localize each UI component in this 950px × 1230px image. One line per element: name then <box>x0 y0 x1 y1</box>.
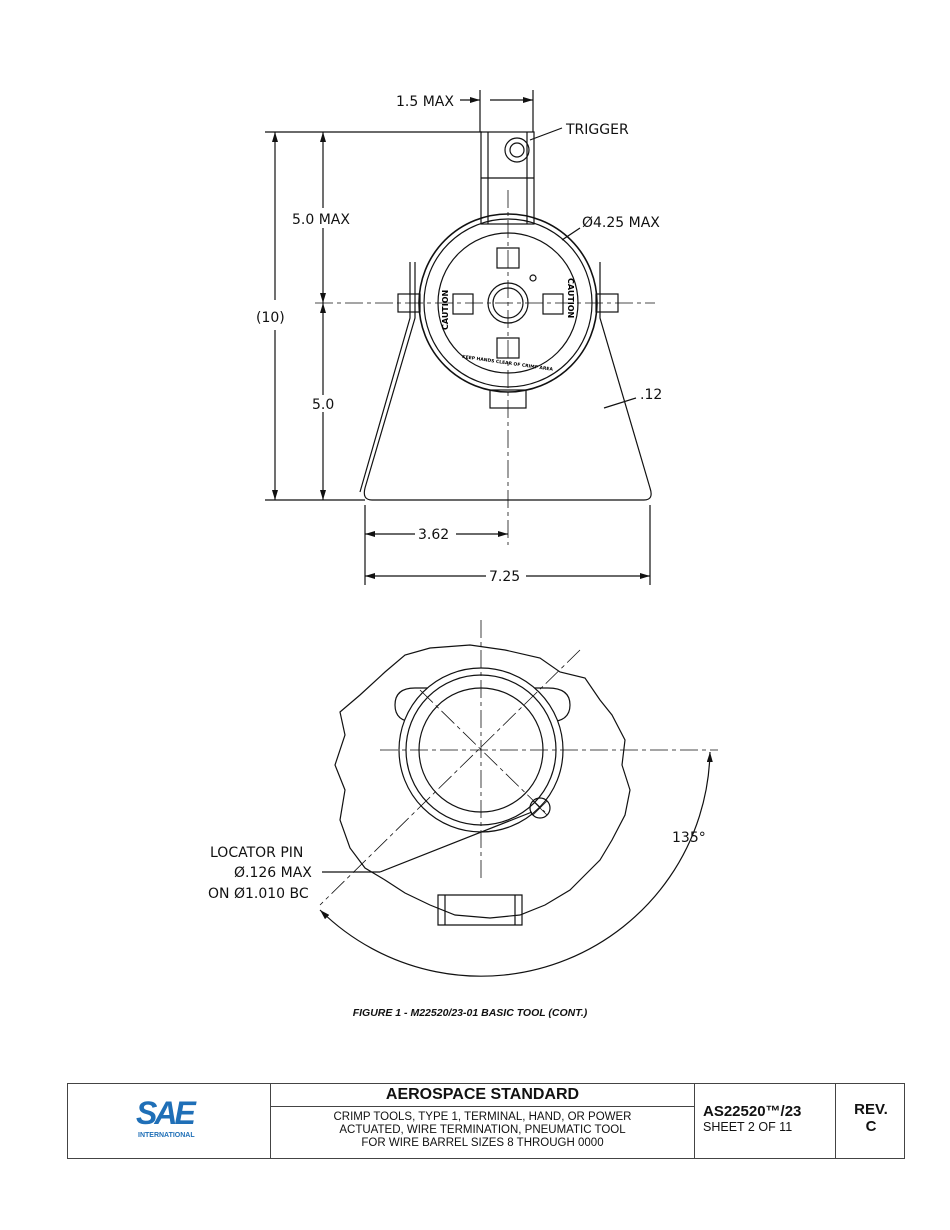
figure-caption: FIGURE 1 - M22520/23-01 BASIC TOOL (CONT… <box>352 1007 588 1019</box>
rev-value: C <box>865 1118 877 1135</box>
trigger-label: TRIGGER <box>565 122 629 138</box>
locator-pin-diameter: Ø.126 MAX <box>234 865 312 881</box>
bottom-view-labels: LOCATOR PIN Ø.126 MAX ON Ø1.010 BC 135° <box>208 830 706 902</box>
locator-pin-label: LOCATOR PIN <box>210 845 303 861</box>
description-line: CRIMP TOOLS, TYPE 1, TERMINAL, HAND, OR … <box>333 1111 632 1123</box>
logo-cell: SAE INTERNATIONAL <box>68 1084 271 1158</box>
dim-width: 7.25 <box>489 569 520 585</box>
dim-leg-thickness: .12 <box>640 387 662 403</box>
top-view-labels: 1.5 MAX TRIGGER 5.0 MAX (10) 5.0 Ø4.25 M… <box>256 94 662 585</box>
doc-number: AS22520™/23 <box>703 1103 802 1120</box>
dim-overall-height: (10) <box>256 310 285 326</box>
standard-description: CRIMP TOOLS, TYPE 1, TERMINAL, HAND, OR … <box>271 1107 694 1150</box>
revision-cell: REV. C <box>836 1084 906 1158</box>
logo-subtext: INTERNATIONAL <box>138 1132 195 1139</box>
bottom-view <box>319 620 718 977</box>
locator-pin-bolt-circle: ON Ø1.010 BC <box>208 886 309 902</box>
dim-upper-height: 5.0 MAX <box>292 212 350 228</box>
description-line: ACTUATED, WIRE TERMINATION, PNEUMATIC TO… <box>339 1124 626 1136</box>
doc-number-cell: AS22520™/23 SHEET 2 OF 11 <box>695 1084 836 1158</box>
dim-lower-height: 5.0 <box>312 397 334 413</box>
top-view <box>265 90 655 585</box>
caution-marking-left: CAUTION <box>441 290 450 330</box>
angle-dimension: 135° <box>672 830 706 846</box>
title-cell: AEROSPACE STANDARD CRIMP TOOLS, TYPE 1, … <box>271 1084 695 1158</box>
caution-marking-right: CAUTION <box>566 278 575 318</box>
rev-label: REV. <box>854 1101 888 1118</box>
sheet-number: SHEET 2 OF 11 <box>703 1120 793 1134</box>
dim-diameter: Ø4.25 MAX <box>582 215 660 231</box>
description-line: FOR WIRE BARREL SIZES 8 THROUGH 0000 <box>361 1137 604 1149</box>
dim-half-width: 3.62 <box>418 527 449 543</box>
standard-heading: AEROSPACE STANDARD <box>271 1084 694 1107</box>
logo-text: SAE <box>136 1096 197 1131</box>
title-block: SAE INTERNATIONAL AEROSPACE STANDARD CRI… <box>67 1083 905 1159</box>
dim-width-max: 1.5 MAX <box>396 94 454 110</box>
sae-logo: SAE INTERNATIONAL <box>136 1096 200 1139</box>
